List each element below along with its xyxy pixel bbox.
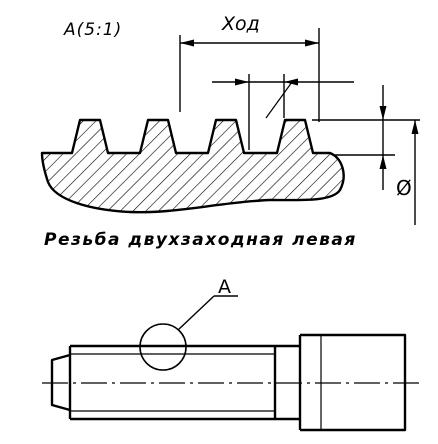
diameter-arrow [411, 120, 419, 134]
diameter-dimension [395, 119, 420, 225]
lead-arrow-right [305, 39, 319, 47]
pitch-dimension [212, 74, 354, 150]
thread-profile-section [40, 118, 345, 214]
callout-circle [139, 323, 187, 371]
callout-label: А [218, 276, 231, 298]
thread-caption: Резьба двухзаходная левая [44, 230, 357, 250]
pitch-arrow-right [284, 78, 298, 86]
lead-arrow-left [180, 39, 194, 47]
callout-leader [177, 295, 215, 331]
depth-dimension [312, 85, 395, 190]
depth-arrow-top [379, 106, 387, 120]
pitch-leader [265, 81, 293, 119]
lead-dimension-label: Ход [222, 13, 260, 35]
detail-view-label: А(5:1) [64, 20, 123, 40]
pitch-arrow-left [235, 78, 249, 86]
depth-arrow-bottom [379, 155, 387, 169]
thread-profile [40, 118, 345, 214]
detail-callout [139, 295, 238, 371]
diameter-symbol: Ø [396, 176, 412, 200]
lead-dimension [179, 28, 320, 122]
shaft-view [42, 333, 420, 432]
